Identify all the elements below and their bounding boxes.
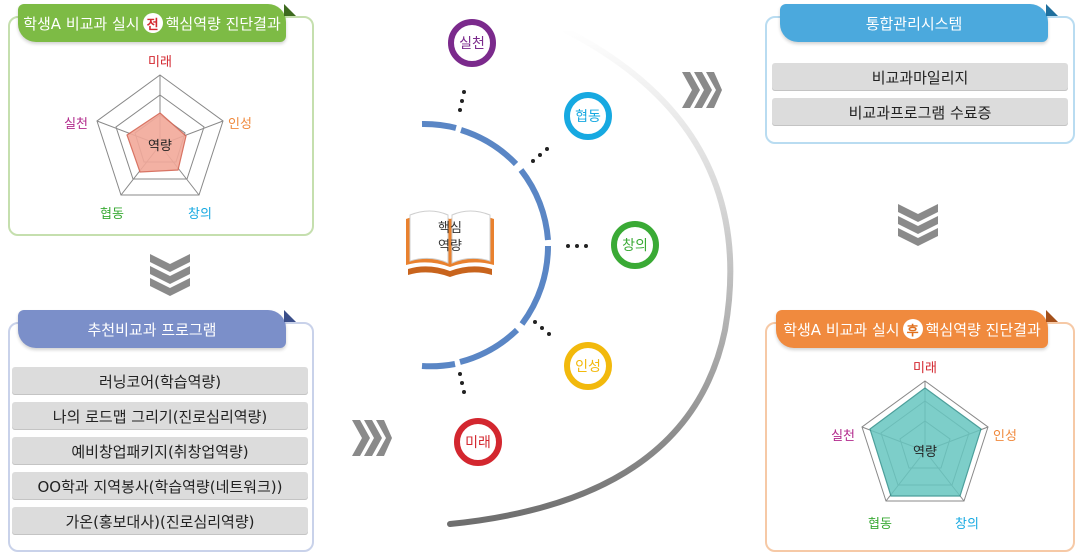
after-radar-chart: 역량 미래 인성 창의 협동 실천 [831, 361, 1017, 532]
programs-header-fold [284, 310, 296, 322]
radar-label-top: 미래 [148, 55, 172, 70]
program-item[interactable]: 예비창업패키지(취창업역량) [12, 437, 308, 465]
connector-dot [540, 326, 544, 330]
radar-ring-mid [115, 94, 205, 180]
competency-hyeopdong: 협동 [564, 92, 612, 140]
program-item[interactable]: 가온(홍보대사)(진로심리역량) [12, 507, 308, 535]
radar-label-bottom-left: 협동 [868, 517, 892, 532]
chevron-down-icon [898, 204, 938, 246]
connector-dot [533, 320, 537, 324]
system-item[interactable]: 비교과프로그램 수료증 [772, 98, 1068, 126]
program-item[interactable]: 나의 로드맵 그리기(진로심리역량) [12, 402, 308, 430]
book-icon [406, 210, 494, 277]
system-header-fold [1046, 4, 1058, 16]
radar-label-left: 실천 [831, 429, 855, 444]
after-diagnosis-header: 학생A 비교과 실시 후 핵심역량 진단결과 [776, 310, 1048, 348]
radar-label-bottom-left: 협동 [100, 207, 124, 222]
radar-label-top: 미래 [913, 361, 937, 376]
after-header-fold [1046, 310, 1058, 322]
after-badge: 후 [902, 319, 923, 339]
radar-after-area [869, 387, 982, 497]
radar-label-left: 실천 [64, 117, 88, 132]
radar-label-bottom-right: 창의 [188, 207, 212, 222]
radar-label-right: 인성 [228, 117, 252, 132]
connector-dot [460, 381, 464, 385]
connector-dot [547, 332, 551, 336]
connector-dot [584, 244, 588, 248]
competency-silcheon: 실천 [448, 19, 496, 67]
system-item[interactable]: 비교과마일리지 [772, 63, 1068, 91]
connector-dot [538, 153, 542, 157]
radar-center-label: 역량 [913, 445, 937, 460]
programs-title: 추천비교과 프로그램 [87, 320, 217, 339]
connector-dot [545, 147, 549, 151]
book-label-line1: 핵심 [438, 221, 462, 236]
competency-inseong: 인성 [564, 342, 612, 390]
program-item[interactable]: 러닝코어(학습역량) [12, 367, 308, 395]
radar-center-label: 역량 [148, 139, 172, 154]
before-badge: 전 [142, 13, 163, 33]
before-title-suffix: 핵심역량 진단결과 [165, 14, 281, 33]
before-header-fold [284, 4, 296, 16]
radar-label-right: 인성 [993, 429, 1017, 444]
book-label-line2: 역량 [438, 239, 462, 254]
connector-dot [575, 244, 579, 248]
before-title-prefix: 학생A 비교과 실시 [23, 14, 140, 33]
after-title-suffix: 핵심역량 진단결과 [925, 320, 1041, 339]
radar-ring-outer [861, 380, 989, 502]
program-item[interactable]: OO학과 지역봉사(학습역량(네트워크)) [12, 472, 308, 500]
radar-before-area [126, 112, 187, 173]
before-radar-chart: 역량 미래 인성 창의 협동 실천 [64, 55, 252, 222]
system-title: 통합관리시스템 [865, 14, 963, 33]
connector-dot [458, 372, 462, 376]
chevron-right-icon [682, 72, 722, 108]
connector-dot [566, 244, 570, 248]
system-header: 통합관리시스템 [780, 4, 1048, 42]
connector-dot [462, 90, 466, 94]
chevron-down-icon [150, 254, 190, 296]
connector-dot [460, 99, 464, 103]
connector-dot [531, 159, 535, 163]
chevron-right-icon [352, 420, 392, 456]
center-diagram [421, 27, 734, 527]
connector-dot [462, 390, 466, 394]
after-title-prefix: 학생A 비교과 실시 [783, 320, 900, 339]
connector-dot [458, 108, 462, 112]
programs-header: 추천비교과 프로그램 [18, 310, 286, 348]
blue-arc [421, 120, 551, 370]
competency-mirae: 미래 [454, 418, 502, 466]
radar-ring-outer [96, 74, 224, 196]
radar-label-bottom-right: 창의 [955, 517, 979, 532]
before-diagnosis-header: 학생A 비교과 실시 전 핵심역량 진단결과 [18, 4, 286, 42]
competency-changui: 창의 [611, 221, 659, 269]
